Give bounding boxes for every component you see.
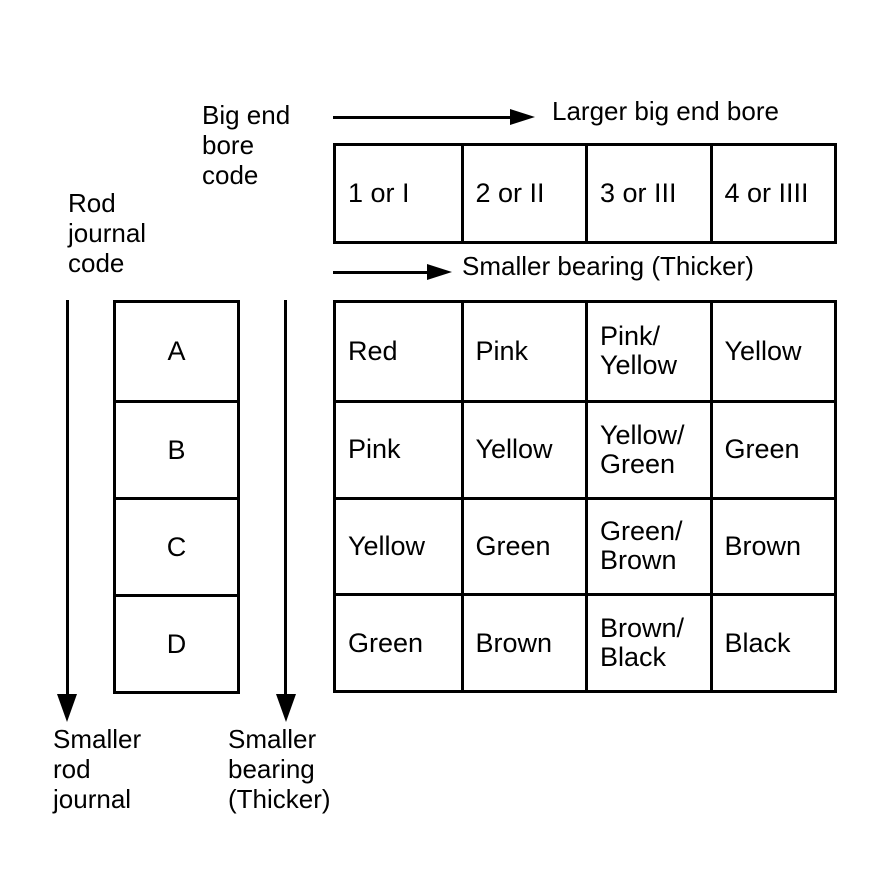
bearing-color-cell: Brown [709,496,834,594]
bearing-color-cell: Yellow/ Green [585,399,710,497]
bearing-color-cell: Pink [336,399,461,497]
smaller-bearing-bottom-label: Smaller bearing (Thicker) [228,724,331,814]
bore-code-cell: 1 or I [348,178,410,208]
bearing-color-cell: Yellow [336,496,461,594]
down-arrowhead-icon [57,694,77,722]
arrow-line [284,300,287,694]
arrow-line [333,116,510,119]
bearing-color-cell: Yellow [460,399,585,497]
bearing-color-cell: Yellow [709,303,835,400]
journal-code-cell: C [116,497,237,594]
smaller-rod-journal-label: Smaller rod journal [53,724,142,814]
bore-code-header-table: 1 or I 2 or II 3 or III 4 or IIII [333,143,837,244]
bearing-color-cell: Brown [460,593,585,690]
bearing-color-grid: Red Pink Pink/ Yellow Yellow Pink Yellow… [333,300,837,693]
right-arrowhead-icon [510,109,535,125]
bearing-color-cell: Brown/ Black [585,593,710,690]
bearing-color-cell: Pink [460,303,586,400]
bearing-color-cell: Black [709,593,834,690]
journal-code-cell: D [116,594,237,691]
bearing-color-cell: Pink/ Yellow [585,303,710,400]
bore-code-cell: 3 or III [585,146,710,241]
rod-journal-code-label: Rod journal code [68,188,147,278]
right-arrowhead-icon [427,264,452,280]
down-arrowhead-icon [276,694,296,722]
bearing-color-cell: Green [460,496,585,594]
bearing-color-cell: Green [709,399,834,497]
journal-code-cell: B [116,400,237,497]
bearing-color-cell: Green/ Brown [585,496,710,594]
bearing-color-cell: Green [336,593,461,690]
arrow-line [66,300,69,694]
larger-big-end-bore-label: Larger big end bore [552,96,779,126]
bore-code-cell: 4 or IIII [709,146,835,241]
arrow-line [333,271,427,274]
journal-code-cell: A [167,336,186,366]
journal-code-column: A B C D [113,300,240,694]
bearing-color-cell: Red [348,335,398,366]
bore-code-cell: 2 or II [460,146,586,241]
big-end-bore-code-label: Big end bore code [202,100,291,190]
smaller-bearing-top-label: Smaller bearing (Thicker) [462,251,754,281]
